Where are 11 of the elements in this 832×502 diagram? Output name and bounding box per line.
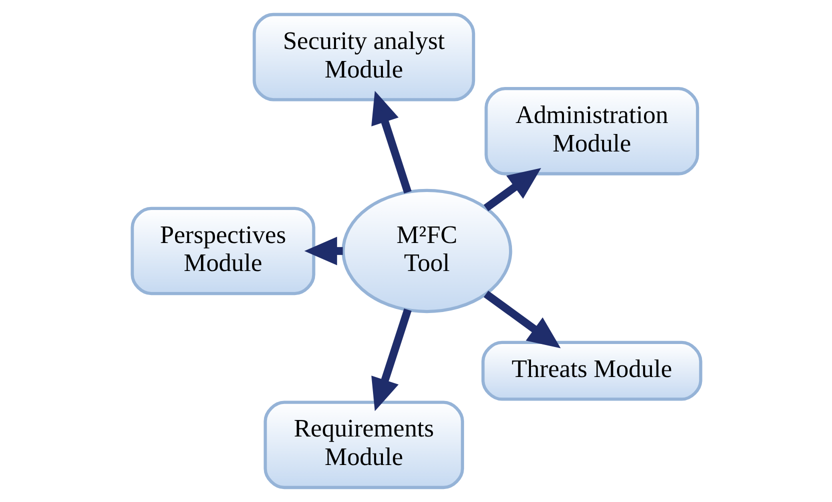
node-box: Requirements Module bbox=[263, 400, 464, 490]
node-box: Threats Module bbox=[480, 340, 702, 401]
node-ellipse: M²FC Tool bbox=[341, 188, 512, 314]
arrow bbox=[483, 290, 560, 348]
arrow bbox=[304, 236, 342, 266]
node-box: Administration Module bbox=[484, 86, 699, 176]
node-box: Security analyst Module bbox=[252, 12, 475, 102]
arrow bbox=[483, 168, 541, 212]
arrow bbox=[370, 308, 412, 412]
arrow bbox=[370, 90, 412, 194]
node-box: Perspectives Module bbox=[130, 206, 315, 296]
